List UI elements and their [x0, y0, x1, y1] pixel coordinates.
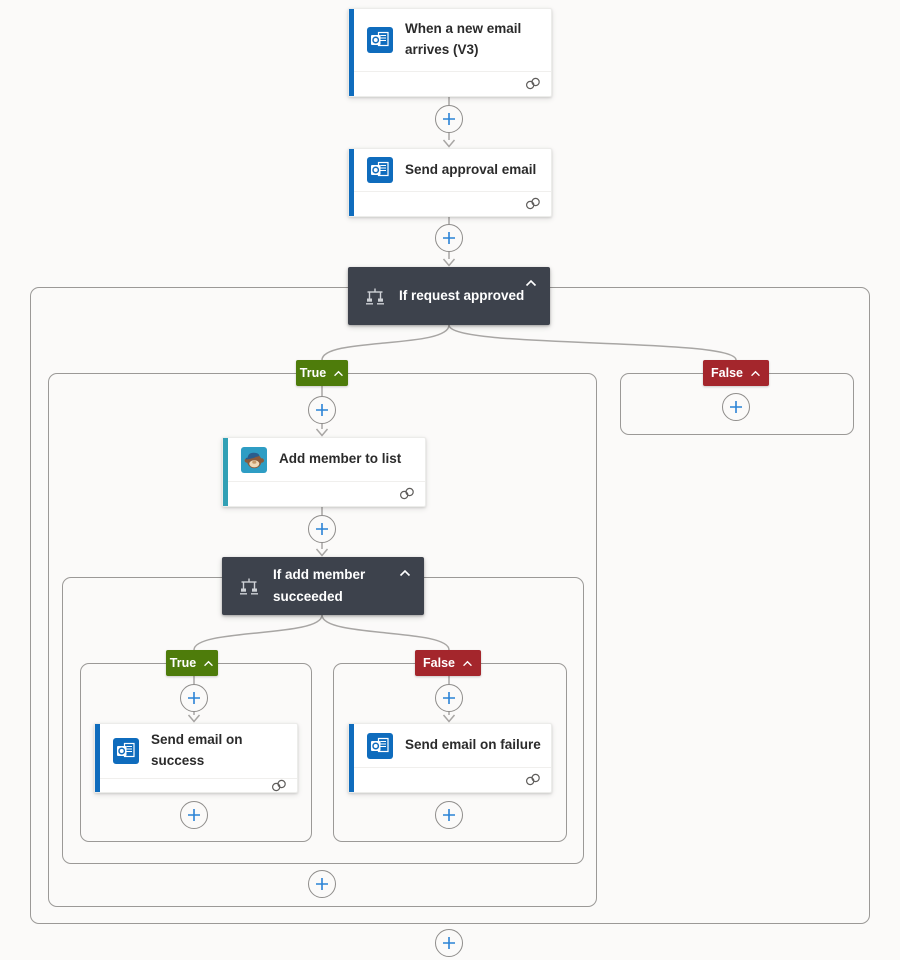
action-card-send-email-on-success[interactable]: Send email on success [94, 723, 298, 793]
insert-step-button-after-send-success[interactable] [180, 801, 208, 829]
plus-icon [188, 809, 200, 821]
card-title: Send email on failure [405, 737, 541, 753]
branch-label: True [299, 366, 327, 380]
insert-step-button-outer-false[interactable] [722, 393, 750, 421]
branch-label: False [711, 366, 743, 380]
chevron-up-icon [751, 370, 760, 376]
connection-icon [525, 77, 540, 89]
condition-title: If add member succeeded [273, 567, 366, 604]
plus-icon [443, 937, 455, 949]
insert-step-button-after-condition[interactable] [435, 929, 463, 957]
condition-icon [240, 578, 258, 595]
plus-icon [316, 523, 328, 535]
outlook-icon [367, 157, 393, 183]
card-accent-bar [223, 438, 228, 506]
insert-step-button-outer-true-top[interactable] [308, 396, 336, 424]
plus-icon [730, 401, 742, 413]
chevron-up-icon[interactable] [399, 569, 411, 577]
insert-step-button-after-add-member[interactable] [308, 515, 336, 543]
connection-icon [399, 487, 414, 499]
action-card-add-member-to-list[interactable]: Add member to list [222, 437, 426, 507]
outlook-icon [367, 27, 393, 53]
insert-step-button-after-send-approval[interactable] [435, 224, 463, 252]
plus-icon [443, 113, 455, 125]
condition-icon [366, 288, 384, 305]
trigger-card-when-new-email-arrives[interactable]: When a new email arrives (V3) [348, 8, 552, 97]
outlook-icon [367, 732, 393, 759]
action-card-send-email-on-failure[interactable]: Send email on failure [348, 723, 552, 793]
card-accent-bar [349, 724, 354, 792]
plus-icon [316, 404, 328, 416]
branch-label: False [423, 656, 455, 670]
chevron-up-icon[interactable] [525, 279, 537, 287]
card-accent-bar [349, 9, 354, 96]
card-title: Add member to list [279, 451, 402, 467]
insert-step-button-after-trigger[interactable] [435, 105, 463, 133]
card-accent-bar [349, 149, 354, 216]
insert-step-button-inner-false-top[interactable] [435, 684, 463, 712]
card-accent-bar [95, 724, 100, 792]
connection-icon [525, 773, 540, 785]
insert-step-button-outer-true-bottom[interactable] [308, 870, 336, 898]
mailchimp-icon [241, 446, 267, 473]
card-title: When a new email arrives (V3) [405, 21, 522, 57]
outer-true-branch-badge[interactable]: True [296, 360, 348, 386]
branch-label: True [169, 656, 197, 670]
plus-icon [316, 878, 328, 890]
chevron-up-icon [204, 660, 214, 666]
insert-step-button-after-send-failure[interactable] [435, 801, 463, 829]
plus-icon [443, 232, 455, 244]
chevron-up-icon [334, 370, 344, 376]
condition-card-if-add-member-succeeded[interactable]: If add member succeeded [222, 557, 424, 615]
card-title: Send approval email [405, 161, 537, 177]
action-card-send-approval-email[interactable]: Send approval email [348, 148, 552, 217]
outer-false-branch-badge[interactable]: False [703, 360, 769, 386]
connection-icon [271, 779, 286, 792]
inner-true-branch-badge[interactable]: True [166, 650, 218, 676]
plus-icon [443, 692, 455, 704]
condition-card-if-request-approved[interactable]: If request approved [348, 267, 550, 325]
chevron-up-icon [463, 660, 472, 666]
card-title: Send email on success [151, 732, 243, 768]
condition-title: If request approved [399, 288, 525, 304]
plus-icon [188, 692, 200, 704]
connection-icon [525, 197, 540, 209]
inner-false-branch-badge[interactable]: False [415, 650, 481, 676]
outlook-icon [113, 737, 139, 764]
insert-step-button-inner-true-top[interactable] [180, 684, 208, 712]
plus-icon [443, 809, 455, 821]
